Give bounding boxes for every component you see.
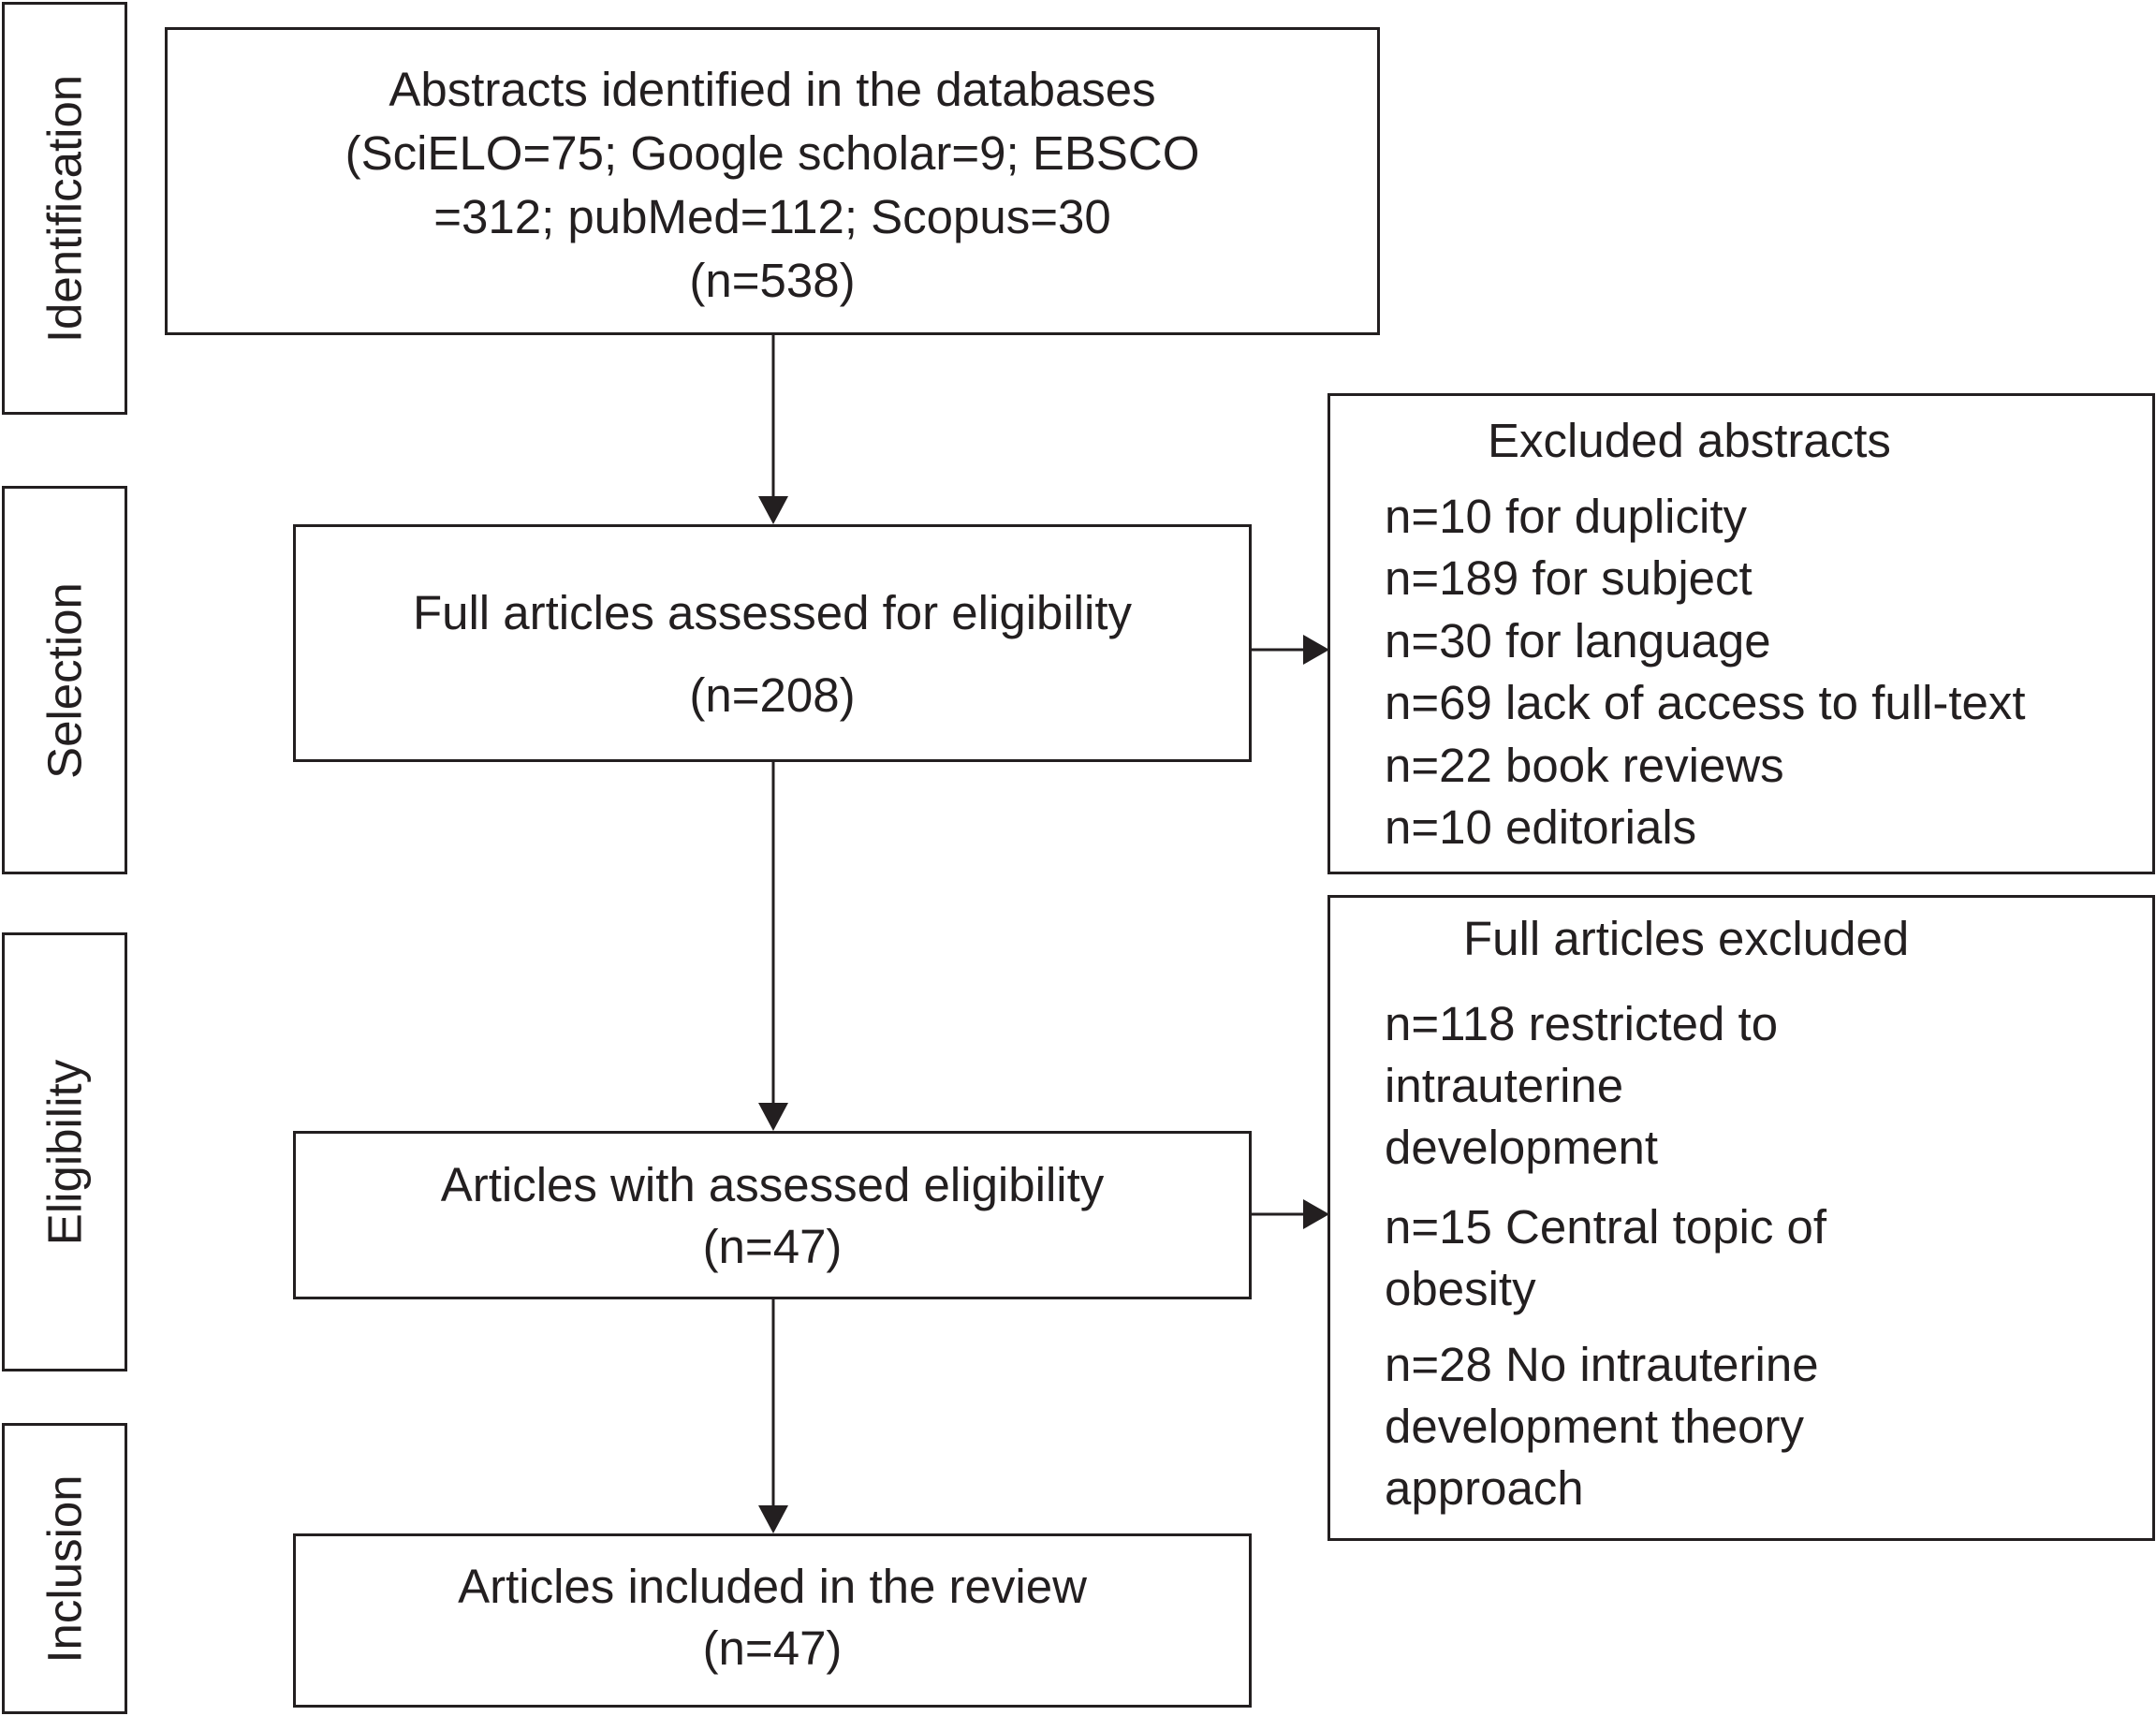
excluded-abstracts-item: n=10 for duplicity [1385, 490, 1747, 543]
excluded-full-item: n=118 restricted to [1385, 997, 1779, 1050]
stage-inclusion: Inclusion [2, 1423, 127, 1714]
identified-line-4: (n=538) [689, 254, 856, 307]
assessed-count: (n=208) [689, 668, 856, 722]
excluded-full-item: n=28 No intrauterine [1385, 1338, 1819, 1391]
stage-eligibility: Eligibility [2, 932, 127, 1371]
box-full-articles-assessed: Full articles assessed for eligibility (… [293, 524, 1252, 762]
excluded-abstracts-item: n=69 lack of access to full-text [1385, 676, 2026, 729]
excluded-full-item: intrauterine [1385, 1059, 1624, 1112]
stage-identification: Identification [2, 2, 127, 415]
excluded-abstracts-item: n=189 for subject [1385, 551, 1753, 605]
box-full-articles-excluded: Full articles excluded n=118 restricted … [1327, 895, 2155, 1541]
box-articles-included: Articles included in the review (n=47) [293, 1533, 1252, 1708]
excluded-abstracts-item: n=10 editorials [1385, 800, 1697, 854]
excluded-full-title: Full articles excluded [1463, 912, 1910, 965]
arrowhead-assessed [758, 496, 788, 524]
box-excluded-abstracts: Excluded abstracts n=10 for duplicity n=… [1327, 393, 2155, 874]
excluded-abstracts-item: n=30 for language [1385, 614, 1771, 667]
arrowhead-eligible [758, 1103, 788, 1131]
assessed-title: Full articles assessed for eligibility [412, 586, 1133, 639]
box-abstracts-identified: Abstracts identified in the databases (S… [165, 27, 1380, 335]
eligible-count: (n=47) [702, 1220, 843, 1273]
arrowhead-included [758, 1505, 788, 1533]
excluded-full-item: approach [1385, 1461, 1584, 1515]
identified-line-2: (SciELO=75; Google scholar=9; EBSCO [345, 126, 1200, 180]
excluded-full-item: obesity [1385, 1262, 1536, 1315]
included-title: Articles included in the review [458, 1560, 1087, 1613]
excluded-full-item: development [1385, 1121, 1659, 1174]
excluded-abstracts-item: n=22 book reviews [1385, 739, 1784, 792]
eligible-title: Articles with assessed eligibility [440, 1158, 1105, 1211]
included-count: (n=47) [702, 1621, 843, 1675]
stage-selection: Selection [2, 486, 127, 874]
excluded-abstracts-title: Excluded abstracts [1488, 414, 1891, 467]
box-articles-assessed-eligibility: Articles with assessed eligibility (n=47… [293, 1131, 1252, 1299]
identified-line-1: Abstracts identified in the databases [389, 63, 1156, 116]
arrowhead-excluded-abstracts [1303, 635, 1329, 665]
excluded-full-item: n=15 Central topic of [1385, 1200, 1827, 1254]
identified-line-3: =312; pubMed=112; Scopus=30 [433, 190, 1111, 243]
arrowhead-excluded-full [1303, 1199, 1329, 1229]
excluded-full-item: development theory [1385, 1400, 1804, 1453]
